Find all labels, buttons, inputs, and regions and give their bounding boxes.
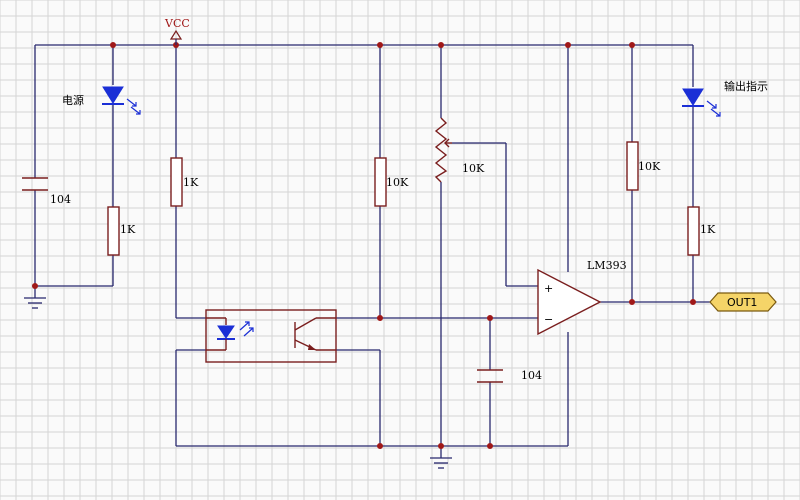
potentiometer: 10K [434, 117, 485, 183]
cap-mid-label: 104 [521, 369, 542, 382]
junction-dot [377, 42, 383, 48]
junctions [32, 42, 696, 449]
junction-dot [565, 42, 571, 48]
junction-dot [377, 443, 383, 449]
r-out-label: 1K [700, 223, 716, 236]
r-left-label: 1K [120, 223, 136, 236]
cap-left-label: 104 [50, 193, 71, 206]
comparator-plus: + [544, 282, 553, 295]
comparator-lm393: + − LM393 [537, 259, 627, 336]
vcc-symbol: VCC [164, 17, 190, 45]
output-led: 输出指示 [682, 79, 768, 117]
junction-dot [32, 283, 38, 289]
pot-label: 10K [462, 162, 485, 175]
output-led-label: 输出指示 [724, 79, 768, 93]
output-port: OUT1 [709, 292, 777, 312]
ground-symbol-mid [430, 457, 452, 469]
resistor-vcc: 1K [170, 157, 199, 207]
out-port-label: OUT1 [727, 296, 757, 309]
junction-dot [629, 299, 635, 305]
capacitor-mid: 104 [477, 369, 542, 383]
junction-dot [629, 42, 635, 48]
resistor-left: 1K [107, 206, 136, 256]
power-led: 电源 [62, 86, 141, 115]
ground-symbol-left [24, 297, 46, 309]
junction-dot [377, 315, 383, 321]
power-led-label: 电源 [62, 93, 84, 107]
comparator-minus: − [544, 313, 553, 326]
resistor-mid: 10K [374, 157, 409, 207]
junction-dot [487, 443, 493, 449]
wires [34, 44, 710, 458]
junction-dot [487, 315, 493, 321]
r-right-label: 10K [638, 160, 661, 173]
junction-dot [438, 42, 444, 48]
resistor-right: 10K [626, 141, 661, 191]
junction-dot [110, 42, 116, 48]
r-mid-label: 10K [386, 176, 409, 189]
comparator-label: LM393 [587, 259, 627, 272]
junction-dot [690, 299, 696, 305]
optocoupler [205, 309, 337, 363]
resistor-out: 1K [687, 206, 716, 256]
vcc-label: VCC [164, 17, 190, 30]
r-vcc-label: 1K [183, 176, 199, 189]
junction-dot [438, 443, 444, 449]
capacitor-left: 104 [22, 177, 71, 206]
